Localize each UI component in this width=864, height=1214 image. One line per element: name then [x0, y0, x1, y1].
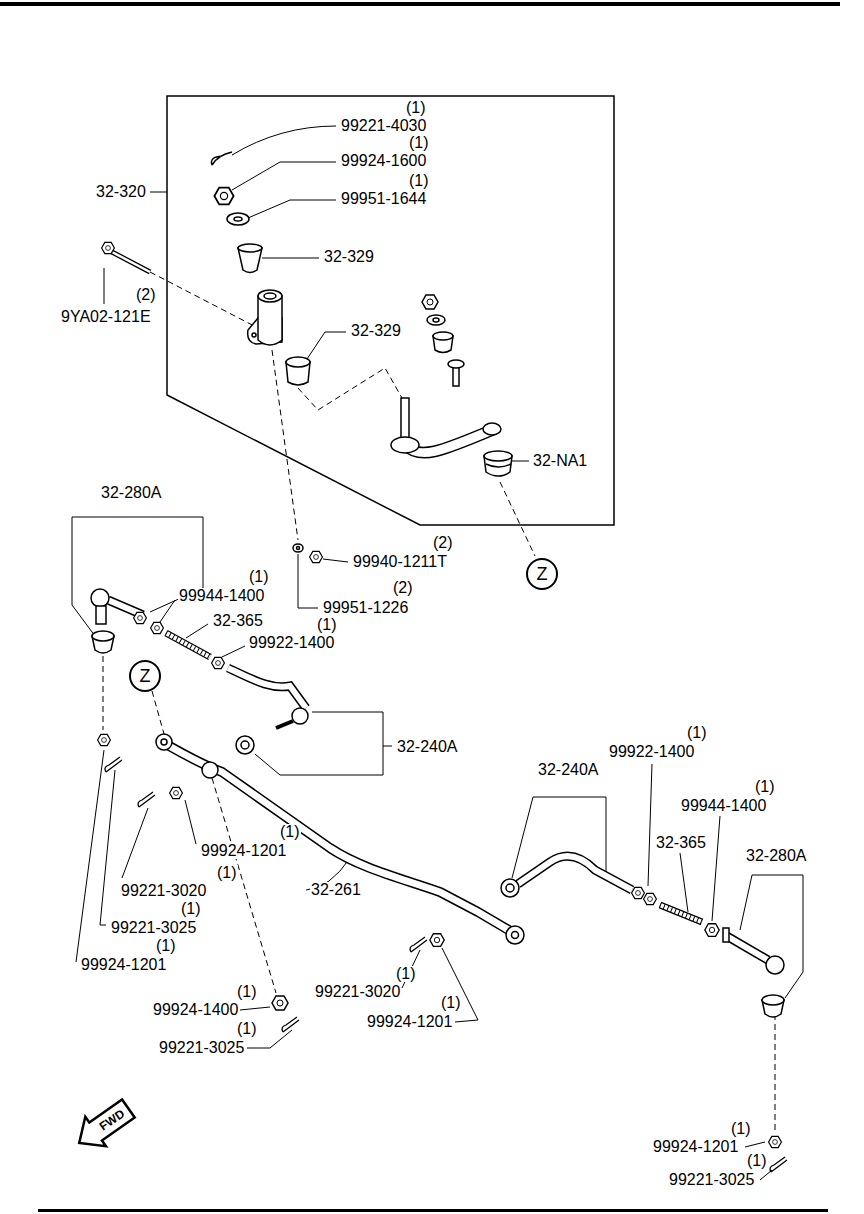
quantity-note: (1) — [754, 779, 776, 795]
part-number: 99924-1600 — [340, 153, 427, 169]
part-number: 99924-1201 — [652, 1139, 739, 1155]
quantity-note: (1) — [686, 725, 708, 741]
quantity-note: (1) — [440, 995, 462, 1011]
part-number: 32-240A — [396, 739, 459, 755]
reference-letter: Z — [140, 667, 151, 685]
part-number: 32-320 — [95, 184, 147, 200]
part-number: 99940-1211T — [352, 554, 448, 570]
quantity-note: (1) — [248, 569, 270, 585]
reference-circle: Z — [129, 660, 161, 692]
quantity-note: (1) — [395, 966, 417, 982]
part-number: 9YA02-121E — [60, 309, 152, 325]
part-number: 99221-4030 — [340, 118, 427, 134]
direction-label: FWD — [97, 1107, 126, 1133]
part-number: 32-280A — [745, 848, 808, 864]
quantity-note: (1) — [746, 1153, 768, 1169]
reference-letter: Z — [537, 565, 548, 583]
reference-circle: Z — [526, 558, 558, 590]
part-number: 99924-1201 — [366, 1014, 453, 1030]
quantity-note: (1) — [155, 938, 177, 954]
quantity-note: (1) — [730, 1121, 752, 1137]
quantity-note: (1) — [316, 617, 338, 633]
part-number: 99944-1400 — [680, 798, 767, 814]
part-number: 32-365 — [655, 835, 707, 851]
part-number: 99951-1226 — [322, 600, 409, 616]
part-number: 99924-1201 — [200, 843, 287, 859]
part-number: 99221-3025 — [668, 1172, 755, 1188]
part-number: 32-280A — [100, 485, 163, 501]
part-number: 99922-1400 — [248, 635, 335, 651]
part-number: 32-261 — [310, 882, 362, 898]
quantity-note: (2) — [432, 535, 454, 551]
part-number: 99944-1400 — [178, 588, 265, 604]
part-number: 99221-3020 — [120, 883, 207, 899]
part-number: 32-240A — [537, 762, 600, 778]
quantity-note: (1) — [236, 1021, 258, 1037]
quantity-note: (1) — [236, 984, 258, 1000]
part-number: 99221-3025 — [158, 1040, 245, 1056]
part-number: 99221-3025 — [110, 920, 197, 936]
part-number: 99221-3020 — [314, 984, 401, 1000]
part-number: 32-329 — [323, 249, 375, 265]
quantity-note: (1) — [408, 135, 430, 151]
part-number: 99924-1201 — [80, 957, 167, 973]
quantity-note: (1) — [405, 100, 427, 116]
part-number: 32-365 — [212, 613, 264, 629]
quantity-note: (1) — [216, 865, 238, 881]
part-number: 32-NA1 — [532, 453, 588, 469]
quantity-note: (1) — [279, 824, 301, 840]
part-number: 99922-1400 — [608, 744, 695, 760]
part-number: 99951-1644 — [340, 191, 427, 207]
part-number: 99924-1400 — [152, 1002, 239, 1018]
quantity-note: (2) — [135, 287, 157, 303]
quantity-note: (1) — [180, 901, 202, 917]
quantity-note: (2) — [392, 580, 414, 596]
part-number: 32-329 — [350, 323, 402, 339]
quantity-note: (1) — [408, 173, 430, 189]
